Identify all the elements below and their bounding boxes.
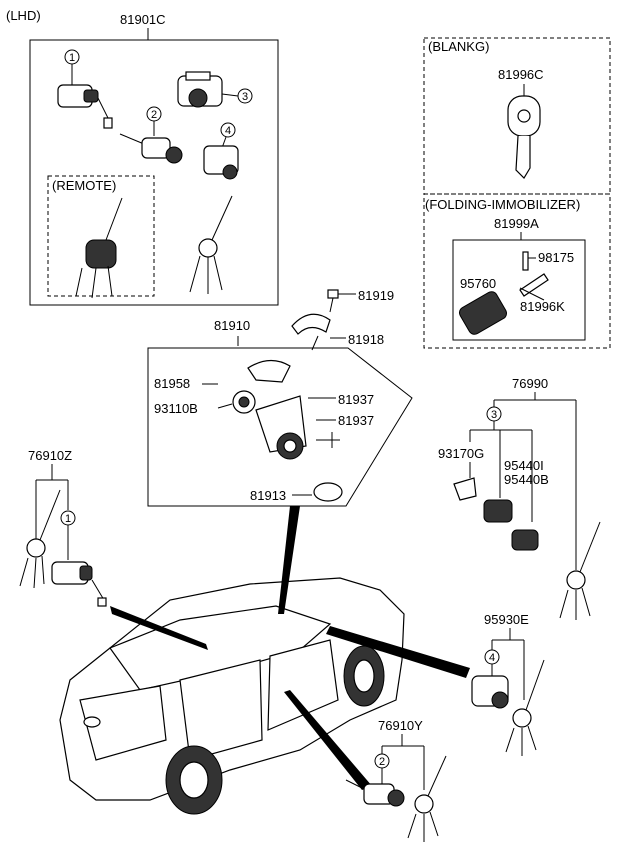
folding-key-icon <box>459 273 549 335</box>
key-pair-icon-76910y <box>407 755 447 842</box>
svg-text:1: 1 <box>69 52 75 64</box>
callout-4 <box>220 122 236 138</box>
part-81937b-label: 81937 <box>338 413 374 428</box>
svg-text:1: 1 <box>65 513 71 525</box>
remote-key-icon <box>75 197 123 299</box>
screw-icon <box>327 289 339 313</box>
pointer-door-right <box>284 690 372 790</box>
door-lock-icon-76910y <box>345 779 405 807</box>
ignition-lock-icon <box>119 133 183 164</box>
svg-text:4: 4 <box>489 652 495 664</box>
bracket-icon <box>291 313 331 335</box>
door-lock-icon-76910z <box>51 561 107 607</box>
blankg-label: (BLANKG) <box>428 39 489 54</box>
svg-text:3: 3 <box>491 409 497 421</box>
pointer-ignition <box>278 506 300 614</box>
part-76910z-label: 76910Z <box>28 448 72 463</box>
callout-3 <box>237 88 253 104</box>
part-95440b-label: 95440B <box>504 472 549 487</box>
svg-text:4: 4 <box>225 125 231 137</box>
lock-set-icon <box>453 477 539 551</box>
part-81996c-label: 81996C <box>498 67 544 82</box>
ignition-switch-assembly-icon <box>232 359 307 460</box>
part-95440i-label: 95440I <box>504 458 544 473</box>
part-81958-label: 81958 <box>154 376 190 391</box>
transponder-icon <box>522 251 529 271</box>
part-93170g-label: 93170G <box>438 446 484 461</box>
key-pair-icon-95930e <box>505 659 545 756</box>
ignition-assembly-frame <box>147 347 413 507</box>
part-81910-label: 81910 <box>214 318 250 333</box>
ignition-switch-icon <box>177 71 223 108</box>
part-81919-label: 81919 <box>358 288 394 303</box>
part-81937a-label: 81937 <box>338 392 374 407</box>
car-icon <box>59 577 405 815</box>
part-81996k-label: 81996K <box>520 299 565 314</box>
part-81901c-label: 81901C <box>120 12 166 27</box>
door-lock-cylinder-icon <box>57 84 113 129</box>
part-81999a-label: 81999A <box>494 216 539 231</box>
part-81918-label: 81918 <box>348 332 384 347</box>
pointer-door-left <box>110 606 208 650</box>
svg-text:2: 2 <box>379 756 385 768</box>
key-pair-icon-76910z <box>19 489 61 589</box>
lhd-label: (LHD) <box>6 8 41 23</box>
part-98175-label: 98175 <box>538 250 574 265</box>
svg-text:3: 3 <box>242 91 248 103</box>
svg-text:2: 2 <box>151 109 157 121</box>
pointer-trunk <box>326 626 470 678</box>
blank-key-icon <box>507 95 541 179</box>
part-81913-label: 81913 <box>250 488 286 503</box>
part-76990-label: 76990 <box>512 376 548 391</box>
set-81901c-frame <box>29 39 279 306</box>
trunk-lock-icon-95930e <box>471 675 509 709</box>
folding-immobilizer-frame <box>423 193 611 349</box>
part-95760-label: 95760 <box>460 276 496 291</box>
key-pair-icon-76990 <box>559 521 601 620</box>
key-pair-icon <box>189 195 233 294</box>
washer-icon <box>313 482 343 502</box>
trunk-lock-icon <box>203 145 239 180</box>
folding-immobilizer-label: (FOLDING-IMMOBILIZER) <box>425 197 580 212</box>
spring-icon <box>316 432 340 448</box>
remote-label: (REMOTE) <box>52 178 116 193</box>
part-95930e-label: 95930E <box>484 612 529 627</box>
part-93110b-label: 93110B <box>154 401 198 416</box>
remote-frame <box>47 175 155 297</box>
part-76910y-label: 76910Y <box>378 718 423 733</box>
folding-key-frame <box>452 239 586 341</box>
